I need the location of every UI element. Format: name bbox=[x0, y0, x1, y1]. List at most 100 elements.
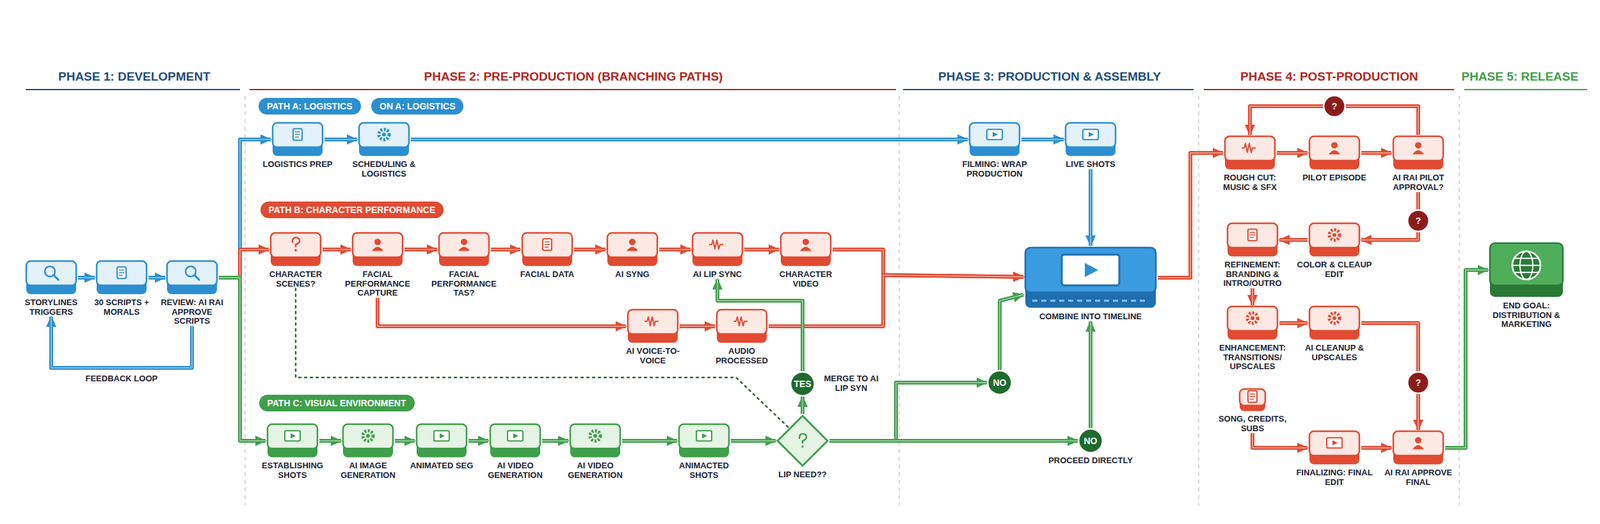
flow-highlight bbox=[1279, 322, 1308, 324]
flow-arrow bbox=[78, 275, 95, 280]
process-step: CHARACTER VIDEO bbox=[767, 231, 845, 289]
shape-outline bbox=[265, 423, 320, 459]
path-tag: PATH C: VISUAL ENVIRONMENT bbox=[259, 394, 415, 412]
timeline-block bbox=[1084, 263, 1099, 278]
icon-glyph bbox=[366, 433, 370, 438]
flow-highlight bbox=[322, 248, 351, 251]
node-shape: ? bbox=[1406, 371, 1430, 395]
flow-arrow bbox=[999, 295, 1024, 370]
icon-glyph bbox=[1415, 437, 1422, 444]
tile-face bbox=[780, 232, 831, 258]
step-label: AI LIP SYNC bbox=[679, 270, 756, 280]
icon-glyph bbox=[295, 131, 301, 137]
circle-outline bbox=[1324, 96, 1346, 118]
shape-outline bbox=[775, 414, 830, 468]
flow-highlight bbox=[490, 248, 521, 251]
flow-arrow bbox=[1345, 106, 1419, 136]
process-step: AI CLEANUP & UPSCALES bbox=[1294, 305, 1375, 363]
icon-glyph bbox=[542, 238, 552, 251]
flow-arrow bbox=[218, 277, 266, 441]
step-label: 30 SCRIPTS + MORALS bbox=[89, 298, 154, 317]
flow-highlight bbox=[1361, 152, 1392, 154]
decision-label: ? bbox=[1331, 101, 1338, 112]
step-label: COMBINE INTO TIMELINE bbox=[1020, 312, 1161, 322]
icon-glyph bbox=[371, 247, 384, 252]
goal-block bbox=[1512, 251, 1541, 280]
step-label: AI VOICE-TO-VOICE bbox=[614, 346, 692, 366]
node-shape bbox=[1023, 245, 1158, 310]
node-shape bbox=[488, 423, 543, 459]
shape-outline bbox=[488, 423, 543, 459]
flow-highlight bbox=[744, 248, 779, 251]
icon-glyph bbox=[53, 275, 59, 280]
flow-highlight bbox=[1279, 239, 1308, 241]
node-shape bbox=[1223, 135, 1277, 171]
decision-circle: ? bbox=[1406, 371, 1430, 395]
process-step: AI VIDEO GENERATION bbox=[560, 423, 630, 480]
flow-arrow bbox=[1445, 270, 1488, 448]
node-shape bbox=[1391, 430, 1446, 466]
flow-arrow bbox=[744, 247, 779, 252]
process-step: FILMING: WRAP PRODUCTION bbox=[952, 121, 1037, 179]
tile-face bbox=[359, 122, 409, 148]
phase-underline bbox=[249, 88, 896, 91]
tile-face bbox=[1393, 431, 1444, 456]
circle-outline bbox=[988, 371, 1012, 395]
flow-highlight bbox=[730, 440, 776, 442]
shape-outline bbox=[341, 423, 395, 459]
flow-arrow bbox=[404, 247, 438, 252]
icon-glyph bbox=[1249, 232, 1256, 238]
shape-outline bbox=[625, 308, 680, 345]
decision-circle: ? bbox=[1406, 209, 1430, 233]
decision-circle: NOPROCEED DIRECTLY bbox=[1045, 428, 1136, 466]
step-label: AI SYNG bbox=[593, 270, 671, 280]
step-label: ENHANCEMENT: TRANSITIONS/ UPSCALES bbox=[1212, 343, 1293, 372]
step-label: AUDIO PROCESSED bbox=[703, 346, 781, 366]
flow-highlight bbox=[574, 248, 606, 251]
tile-face bbox=[969, 122, 1020, 148]
shape-outline bbox=[94, 259, 149, 296]
step-label: REFINEMENT: BRANDING & INTRO/OUTRO bbox=[1212, 260, 1293, 289]
process-step: AI SYNG bbox=[593, 231, 671, 280]
icon-glyph bbox=[802, 238, 809, 246]
flow-arrow bbox=[324, 137, 358, 142]
icon-glyph bbox=[733, 316, 748, 326]
flow-arrow bbox=[832, 249, 1024, 278]
node-shape bbox=[24, 259, 79, 296]
shape-outline bbox=[414, 423, 469, 459]
flow-highlight bbox=[1417, 192, 1419, 210]
icon-glyph bbox=[119, 270, 125, 276]
tile-face bbox=[270, 232, 321, 258]
node-shape bbox=[625, 308, 680, 345]
flow-highlight bbox=[622, 440, 678, 442]
phase-underline bbox=[903, 88, 1194, 91]
step-label: AI VIDEO GENERATION bbox=[560, 461, 630, 480]
step-label: ESTABLISHING SHOTS bbox=[257, 461, 328, 480]
icon-glyph bbox=[1415, 142, 1422, 149]
tile-face bbox=[1227, 223, 1278, 248]
step-label: FILMING: WRAP PRODUCTION bbox=[952, 160, 1037, 179]
path-tag: ON A: LOGISTICS bbox=[371, 97, 464, 115]
flow-highlight bbox=[1361, 447, 1392, 449]
icon-glyph bbox=[117, 266, 127, 279]
phase-underlines bbox=[25, 88, 1588, 91]
step-label: SONG, CREDITS, SUBS bbox=[1212, 414, 1293, 434]
flow-arrow bbox=[1021, 137, 1064, 142]
flow-highlight bbox=[1157, 152, 1224, 278]
flow-arrow bbox=[542, 439, 569, 443]
flow-highlight bbox=[999, 295, 1024, 370]
flow-arrow bbox=[829, 439, 1078, 443]
flow-highlight bbox=[51, 316, 192, 368]
flow-highlight bbox=[377, 298, 626, 327]
icon-glyph bbox=[194, 275, 200, 280]
tile-face bbox=[167, 261, 217, 286]
flow-arrow bbox=[1416, 192, 1421, 210]
step-label: PILOT EPISODE bbox=[1294, 173, 1375, 184]
flow-highlight bbox=[394, 440, 415, 442]
path-tag: PATH B: CHARACTER PERFORMANCE bbox=[260, 201, 445, 219]
shape-outline bbox=[350, 231, 405, 268]
flow-highlight bbox=[324, 138, 358, 141]
icon-glyph bbox=[433, 430, 450, 441]
flow-highlight bbox=[1445, 270, 1488, 448]
path-label: PATH C: VISUAL ENVIRONMENT bbox=[267, 398, 407, 409]
